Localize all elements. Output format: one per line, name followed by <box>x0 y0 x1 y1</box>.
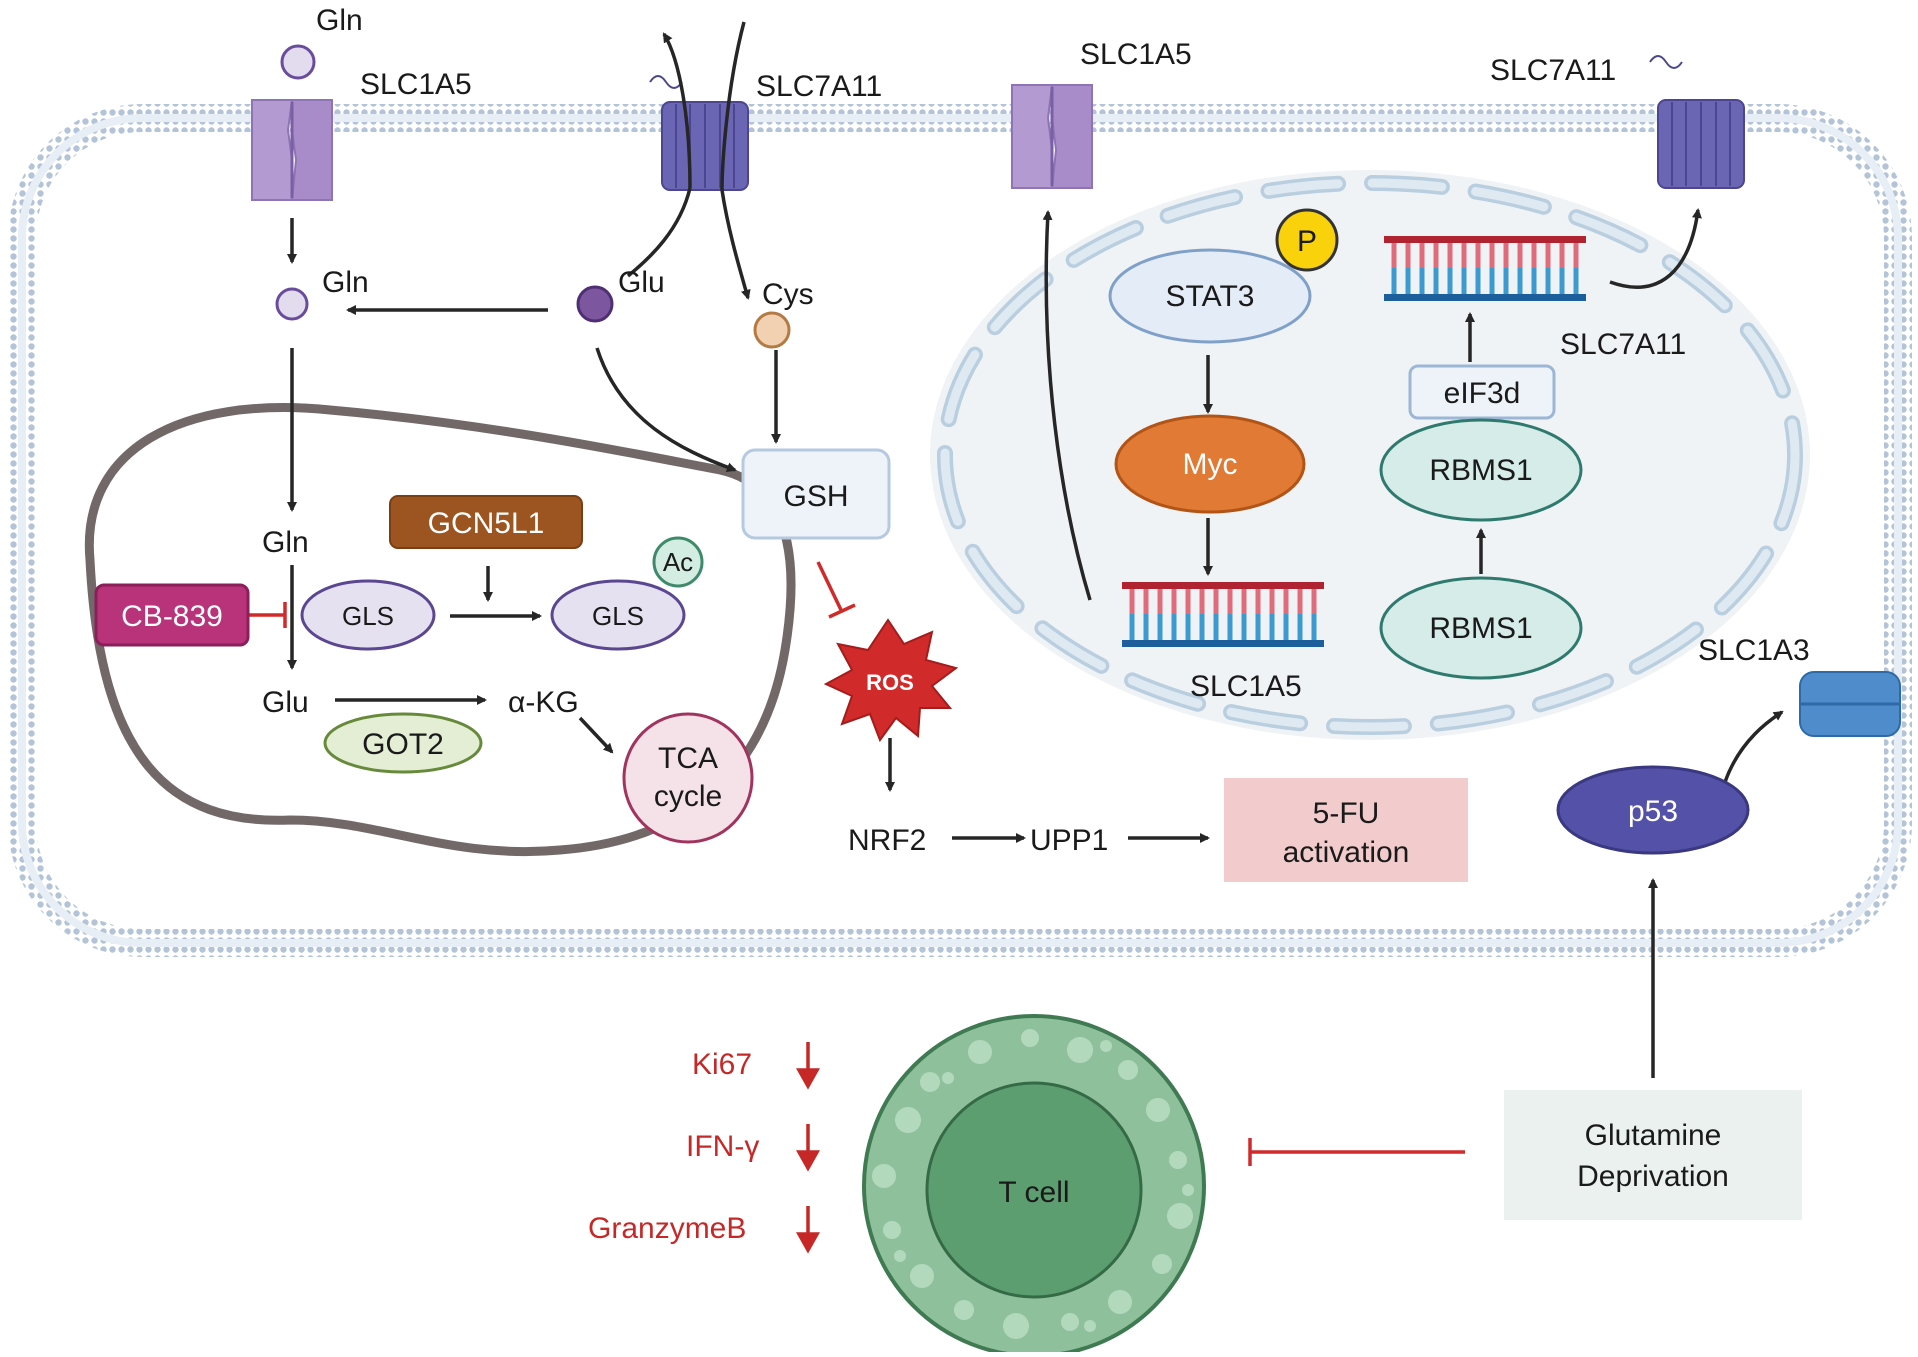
slc7a11-left-label: SLC7A11 <box>756 70 882 103</box>
eif3d-box <box>1408 364 1556 420</box>
tca-line2: cycle <box>654 780 722 813</box>
rbms1-lower-ellipse <box>1379 576 1583 680</box>
rbms1-upper-label: RBMS1 <box>1429 454 1532 487</box>
pathway-arrows <box>287 21 1784 1078</box>
marker-ifng-label: IFN-γ <box>686 1130 759 1163</box>
myc-label: Myc <box>1183 448 1238 481</box>
slc1a5-gene-dna <box>1122 582 1324 647</box>
cys-label: Cys <box>762 278 814 311</box>
tca-line1: TCA <box>658 742 718 775</box>
gln-cytosol-label: Gln <box>322 266 369 299</box>
gls-label: GLS <box>342 601 394 631</box>
slc1a3-label: SLC1A3 <box>1698 634 1810 667</box>
marker-ki67-label: Ki67 <box>692 1048 752 1081</box>
deprivation-line2: Deprivation <box>1577 1160 1729 1193</box>
p53-label: p53 <box>1628 795 1678 828</box>
mitochondrion <box>84 403 796 857</box>
mito-glu-label: Glu <box>262 686 309 719</box>
gsh-box <box>741 448 891 540</box>
glu-cytosol-dot <box>576 285 614 323</box>
glu-cytosol-label: Glu <box>618 266 665 299</box>
gsh-label: GSH <box>783 480 848 513</box>
p53-ellipse <box>1556 765 1750 855</box>
t-cell-label: T cell <box>998 1176 1069 1209</box>
ros-starburst <box>823 618 959 743</box>
ac-badge <box>652 536 704 588</box>
cys-dot <box>753 311 791 349</box>
ros-label: ROS <box>866 670 914 695</box>
deprivation-line1: Glutamine <box>1585 1119 1722 1152</box>
5fu-box <box>1224 778 1468 882</box>
gcn5l1-box <box>389 495 583 549</box>
slc1a5-gene-label: SLC1A5 <box>1190 670 1302 703</box>
rbms1-upper-ellipse <box>1379 418 1583 522</box>
stat3-label: STAT3 <box>1166 280 1255 313</box>
cb839-box <box>94 583 250 647</box>
gcn5l1-label: GCN5L1 <box>428 507 545 540</box>
slc1a5-left-label: SLC1A5 <box>360 68 472 101</box>
slc1a5-right-label: SLC1A5 <box>1080 38 1192 71</box>
gls-ac-label: GLS <box>592 601 644 631</box>
ac-label: Ac <box>663 547 693 577</box>
t-cell <box>862 1014 1206 1357</box>
slc7a11-transporter-right <box>1649 55 1745 189</box>
got2-label: GOT2 <box>362 728 444 761</box>
phospho-label: P <box>1297 225 1317 258</box>
marker-granzymeb-label: GranzymeB <box>588 1212 746 1245</box>
slc1a3-transporter <box>1799 671 1901 737</box>
slc1a5-transporter-left <box>251 99 333 201</box>
5fu-line1: 5-FU <box>1313 797 1380 830</box>
nrf2-label: NRF2 <box>848 824 926 857</box>
mito-gln-label: Gln <box>262 526 309 559</box>
gln-outside-label: Gln <box>316 4 363 37</box>
gls-ellipse <box>300 579 436 651</box>
gln-cytosol-dot <box>275 287 309 321</box>
marker-down-arrows <box>796 1042 820 1254</box>
slc7a11-gene-label: SLC7A11 <box>1560 328 1686 361</box>
myc-ellipse <box>1114 414 1306 514</box>
deprivation-box <box>1504 1090 1802 1220</box>
akg-label: α-KG <box>508 686 579 719</box>
tca-cycle-circle <box>622 712 754 844</box>
slc7a11-gene-dna <box>1384 236 1586 301</box>
nucleus <box>930 170 1810 740</box>
gln-outside-dot <box>280 44 316 80</box>
upp1-label: UPP1 <box>1030 824 1108 857</box>
slc7a11-right-label: SLC7A11 <box>1490 54 1616 87</box>
got2-ellipse <box>323 712 483 774</box>
stat3-ellipse <box>1108 248 1312 344</box>
slc7a11-transporter-left <box>649 75 749 191</box>
cell-membrane <box>8 104 1912 957</box>
slc1a5-transporter-right <box>1011 84 1093 189</box>
eif3d-label: eIF3d <box>1444 377 1521 410</box>
cb839-label: CB-839 <box>121 600 223 633</box>
gls-ac-ellipse <box>550 579 686 651</box>
phospho-badge <box>1275 208 1339 272</box>
rbms1-lower-label: RBMS1 <box>1429 612 1532 645</box>
inhibition-lines <box>248 561 1465 1166</box>
5fu-line2: activation <box>1283 836 1410 869</box>
